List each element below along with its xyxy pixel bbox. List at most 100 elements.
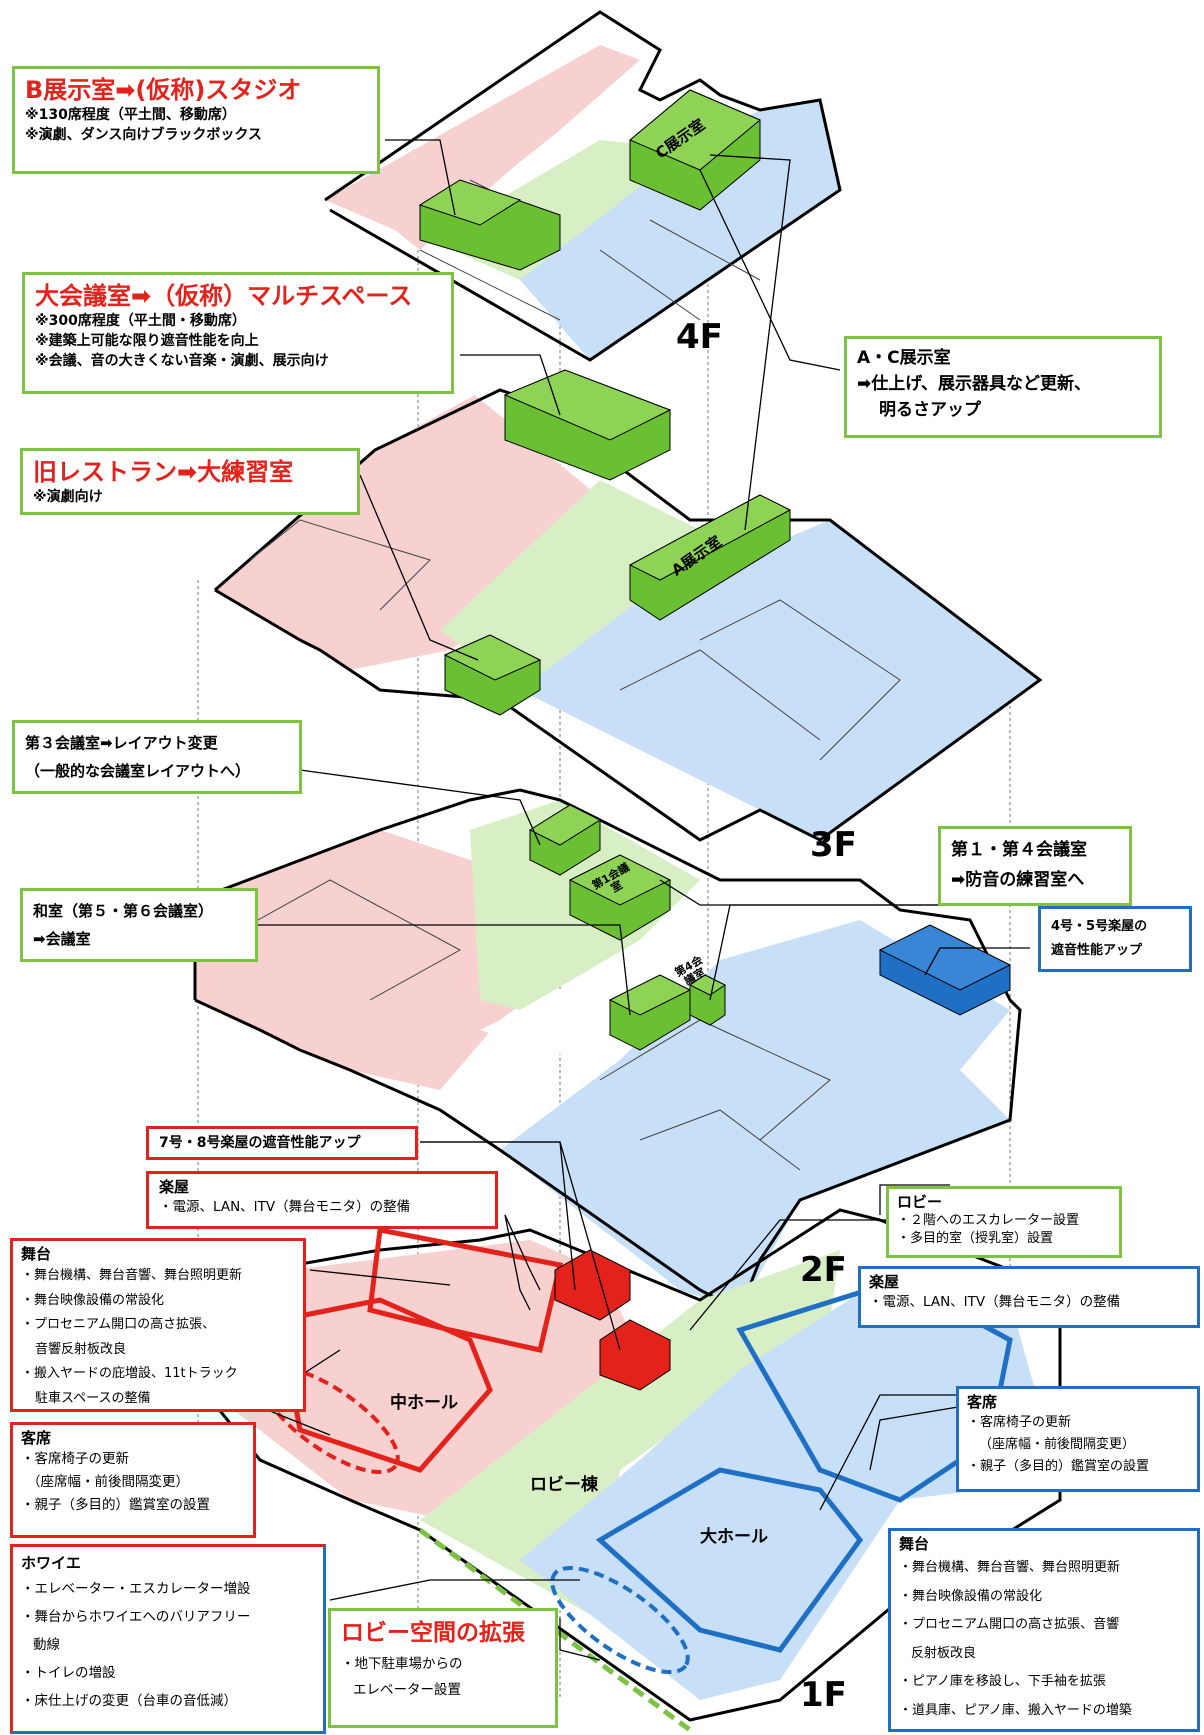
callout-ac-exhibit-line: ➡仕上げ、展示器具など更新、 (857, 374, 1092, 394)
callout-stage-right-line: ・道具庫、ピアノ庫、搬入ヤードの増築 (899, 1702, 1132, 1718)
callout-seats-left-title: 客席 (21, 1429, 52, 1447)
callout-seats-left: 客席 ・客席椅子の更新 （座席幅・前後間隔変更） ・親子（多目的）鑑賞室の設置 (10, 1422, 256, 1538)
callout-lobby-expand-line: エレベーター設置 (353, 1682, 461, 1698)
callout-stage-left-line: ・舞台機構、舞台音響、舞台照明更新 (21, 1268, 243, 1283)
callout-foyer: ホワイエ ・エレベーター・エスカレーター増設 ・舞台からホワイエへのバリアフリー… (10, 1544, 326, 1734)
multispace-block (503, 369, 672, 481)
3f-interior-lines (249, 519, 901, 761)
4f-blue-area (520, 100, 840, 360)
room-label-lobby-wing: ロビー棟 (530, 1475, 598, 1495)
callout-b-studio: B展示室➡(仮称)スタジオ ※130席程度（平土間、移動席） ※演劇、ダンス向け… (12, 66, 380, 174)
room-label-middle-hall: 中ホール (390, 1393, 458, 1413)
4f-outline (324, 10, 842, 362)
1f-pink-area (195, 1240, 640, 1520)
callout-stage-right: 舞台 ・舞台機構、舞台音響、舞台照明更新 ・舞台映像設備の常設化 ・プロセニアム… (888, 1528, 1200, 1732)
floor-label-2f: 2F (800, 1250, 847, 1290)
callout-stage-right-line: 反射板改良 (911, 1645, 977, 1661)
floor-3f (214, 369, 1043, 842)
b-studio-block (418, 179, 561, 271)
big-hall-seats-outline (595, 1467, 864, 1653)
room-label-big-hall: 大ホール (700, 1527, 768, 1547)
callout-conf14-line: 第１・第４会議室 (951, 840, 1087, 860)
middle-hall-stage-outline (367, 1227, 564, 1353)
callout-rehearsal: 旧レストラン➡大練習室 ※演劇向け (20, 448, 360, 515)
callout-stage-right-line: ・ピアノ庫を移設し、下手袖を拡張 (899, 1674, 1106, 1689)
callout-foyer-line: ・トイレの増設 (21, 1665, 116, 1681)
callout-lobby-line: ・２階へのエスカレーター設置 (897, 1213, 1080, 1228)
callout-washitsu: 和室（第５・第６会議室） ➡会議室 (20, 888, 258, 962)
callout-stage-right-line: ・プロセニアム開口の高さ拡張、音響 (899, 1617, 1120, 1632)
callout-ac-exhibit: A・C展示室 ➡仕上げ、展示器具など更新、 明るさアップ (844, 336, 1162, 438)
callout-lobby-line: ・多目的室（授乳室）設置 (897, 1231, 1054, 1246)
callout-stage-left-line: 音響反射板改良 (35, 1341, 127, 1357)
callout-stage-right-line: ・舞台機構、舞台音響、舞台照明更新 (899, 1560, 1121, 1575)
callout-seats-left-line: ・客席椅子の更新 (21, 1451, 129, 1467)
1f-blue-area (520, 1280, 1060, 1700)
callout-b-studio-title: B展示室➡(仮称)スタジオ (25, 76, 302, 104)
3f-green-area (440, 480, 720, 690)
callout-gakuya-right: 楽屋 ・電源、LAN、ITV（舞台モニタ）の整備 (858, 1266, 1200, 1328)
callout-seats-right: 客席 ・客席椅子の更新 （座席幅・前後間隔変更） ・親子（多目的）鑑賞室の設置 (956, 1386, 1200, 1492)
conf4-block (689, 974, 726, 1026)
callout-dressing45-line: 4号・5号楽屋の (1051, 919, 1148, 934)
callout-gakuya-right-line: ・電源、LAN、ITV（舞台モニタ）の整備 (869, 1294, 1121, 1310)
callout-rehearsal-title: 旧レストラン➡大練習室 (33, 458, 294, 486)
callout-gakuya-left-line: ・電源、LAN、ITV（舞台モニタ）の整備 (159, 1199, 411, 1215)
callout-stage-left-line: ・舞台映像設備の常設化 (21, 1292, 165, 1308)
callout-seats-left-line: （座席幅・前後間隔変更） (27, 1474, 189, 1490)
callout-rehearsal-line: ※演劇向け (33, 489, 103, 505)
callout-washitsu-line: ➡会議室 (33, 930, 91, 948)
callout-seats-right-line: （座席幅・前後間隔変更） (979, 1437, 1136, 1452)
callout-b-studio-line: ※130席程度（平土間、移動席） (25, 107, 236, 123)
callout-multispace-title: 大会議室➡（仮称）マルチスペース (35, 282, 413, 310)
2f-white-area (480, 990, 620, 1060)
callout-conf3-line: 第３会議室➡レイアウト変更 (25, 734, 218, 752)
callout-foyer-line: 動線 (33, 1637, 60, 1653)
callout-gakuya-left-title: 楽屋 (159, 1178, 190, 1196)
callout-conf3-line: （一般的な会議室レイアウトへ） (25, 762, 251, 780)
3f-pink-area (215, 395, 640, 670)
dressing45-block (878, 924, 1012, 1016)
conf3-block (528, 804, 602, 876)
callout-stage-right-line: ・舞台映像設備の常設化 (899, 1588, 1043, 1604)
callout-conf14-line: ➡防音の練習室へ (951, 870, 1085, 890)
callout-lobby-expand-line: ・地下駐車場からの (341, 1656, 463, 1672)
callout-dressing45-line: 遮音性能アップ (1051, 943, 1143, 958)
callout-stage-right-title: 舞台 (899, 1535, 930, 1553)
callout-lobby-expand: ロビー空間の拡張 ・地下駐車場からの エレベーター設置 (328, 1608, 558, 1728)
floor-4f (324, 10, 842, 362)
callout-dressing78-title: 7号・8号楽屋の遮音性能アップ (159, 1135, 361, 1151)
2f-blue-area (500, 920, 1010, 1310)
callout-b-studio-line: ※演劇、ダンス向けブラックボックス (25, 127, 262, 143)
2f-interior-lines (239, 879, 831, 1171)
callout-foyer-line: ・舞台からホワイエへのバリアフリー (21, 1609, 251, 1625)
callout-seats-right-title: 客席 (967, 1393, 998, 1411)
callout-multispace-line: ※会議、音の大きくない音楽・演劇、展示向け (35, 353, 329, 369)
dressing78-block (554, 1249, 671, 1391)
callout-gakuya-left: 楽屋 ・電源、LAN、ITV（舞台モニタ）の整備 (146, 1171, 498, 1229)
callout-dressing45: 4号・5号楽屋の 遮音性能アップ (1038, 906, 1192, 972)
big-hall-dashed-ellipse (550, 1565, 690, 1675)
callout-ac-exhibit-line: 明るさアップ (879, 400, 981, 420)
callout-stage-left: 舞台 ・舞台機構、舞台音響、舞台照明更新 ・舞台映像設備の常設化 ・プロセニアム… (10, 1238, 306, 1412)
callout-lobby-expand-title: ロビー空間の拡張 (341, 1620, 525, 1646)
floor-label-4f: 4F (676, 317, 723, 357)
callout-conf14: 第１・第４会議室 ➡防音の練習室へ (938, 826, 1132, 906)
callout-foyer-line: ・床仕上げの変更（台車の音低減） (21, 1693, 237, 1709)
callout-multispace: 大会議室➡（仮称）マルチスペース ※300席程度（平土間・移動席） ※建築上可能… (22, 272, 454, 394)
callout-seats-right-line: ・親子（多目的）鑑賞室の設置 (967, 1459, 1150, 1474)
4f-pink-area (325, 45, 640, 250)
floor-label-3f: 3F (810, 825, 857, 865)
callout-seats-right-line: ・客席椅子の更新 (967, 1415, 1072, 1430)
floor-2f (193, 788, 1022, 1313)
rehearsal-block (443, 634, 542, 716)
1f-green-area (420, 1250, 840, 1620)
callout-washitsu-line: 和室（第５・第６会議室） (33, 902, 214, 920)
floor-1f (193, 1208, 1062, 1733)
callout-foyer-line: ・エレベーター・エスカレーター増設 (21, 1581, 251, 1597)
callout-stage-left-line: ・プロセニアム開口の高さ拡張、 (21, 1317, 216, 1332)
c-exhibit-block (629, 89, 761, 211)
callout-conf3: 第３会議室➡レイアウト変更 （一般的な会議室レイアウトへ） (12, 720, 302, 794)
callout-stage-left-line: 駐車スペースの整備 (35, 1390, 151, 1406)
